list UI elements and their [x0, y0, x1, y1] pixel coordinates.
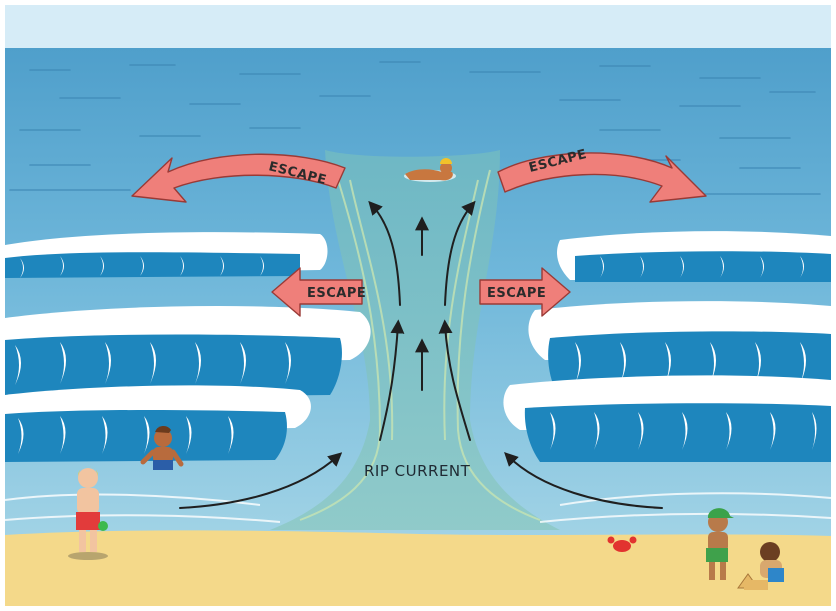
- escape-label-mid-left: ESCAPE: [307, 286, 366, 301]
- wave-left-1: [5, 232, 328, 278]
- wave-right-3: [503, 375, 831, 462]
- beach-sand: [5, 530, 831, 606]
- wave-left-2: [5, 306, 371, 398]
- wave-right-1: [557, 231, 831, 282]
- sky: [0, 0, 836, 52]
- escape-label-mid-right: ESCAPE: [487, 286, 546, 301]
- rip-current-label: RIP CURRENT: [364, 462, 471, 480]
